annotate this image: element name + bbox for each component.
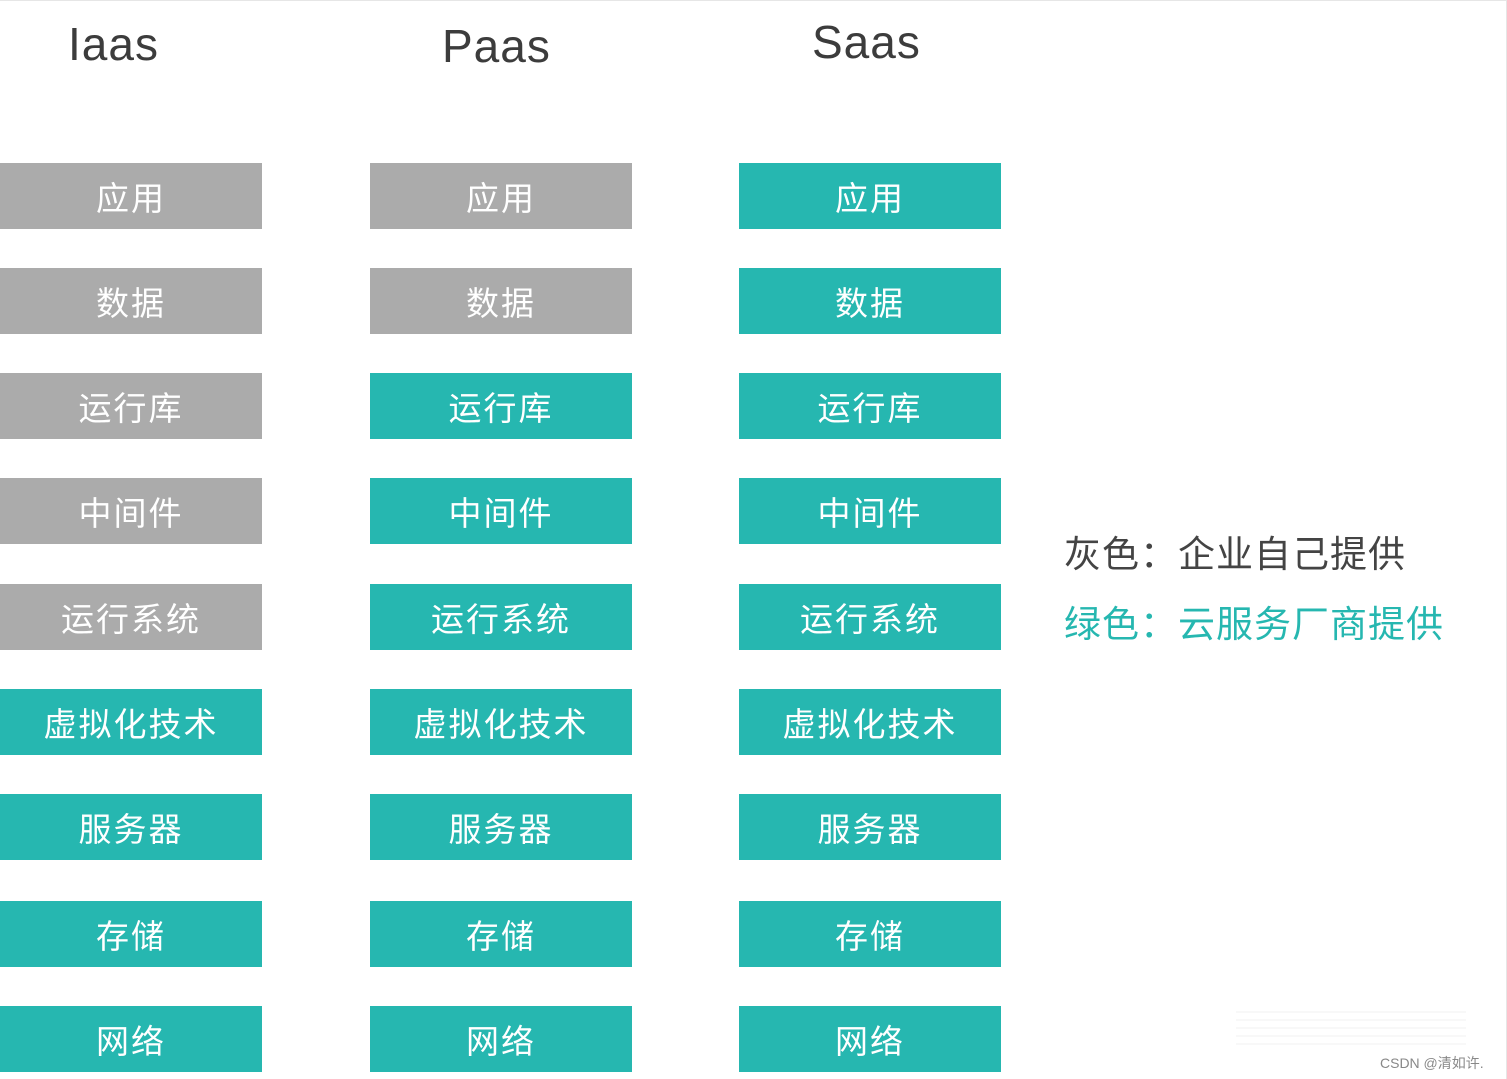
paas-layer-1: 应用 bbox=[370, 163, 632, 229]
iaas-layer-3: 运行库 bbox=[0, 373, 262, 439]
paas-layer-2: 数据 bbox=[370, 268, 632, 334]
saas-column-title: Saas bbox=[812, 16, 921, 68]
saas-layer-3: 运行库 bbox=[739, 373, 1001, 439]
watermark-background bbox=[1236, 1011, 1466, 1047]
paas-layer-8: 存储 bbox=[370, 901, 632, 967]
iaas-layer-4: 中间件 bbox=[0, 478, 262, 544]
iaas-layer-7: 服务器 bbox=[0, 794, 262, 860]
iaas-layer-1: 应用 bbox=[0, 163, 262, 229]
saas-layer-9: 网络 bbox=[739, 1006, 1001, 1072]
iaas-layer-2: 数据 bbox=[0, 268, 262, 334]
iaas-layer-8: 存储 bbox=[0, 901, 262, 967]
paas-layer-7: 服务器 bbox=[370, 794, 632, 860]
legend-gray-provider: 灰色：企业自己提供 bbox=[1064, 533, 1406, 576]
iaas-layer-5: 运行系统 bbox=[0, 584, 262, 650]
legend-green-provider: 绿色：云服务厂商提供 bbox=[1064, 603, 1444, 646]
paas-layer-5: 运行系统 bbox=[370, 584, 632, 650]
paas-layer-6: 虚拟化技术 bbox=[370, 689, 632, 755]
csdn-watermark: CSDN @清如许. bbox=[1380, 1055, 1484, 1071]
saas-layer-7: 服务器 bbox=[739, 794, 1001, 860]
saas-layer-1: 应用 bbox=[739, 163, 1001, 229]
saas-layer-2: 数据 bbox=[739, 268, 1001, 334]
saas-layer-4: 中间件 bbox=[739, 478, 1001, 544]
iaas-layer-6: 虚拟化技术 bbox=[0, 689, 262, 755]
paas-column-title: Paas bbox=[442, 20, 551, 72]
saas-layer-6: 虚拟化技术 bbox=[739, 689, 1001, 755]
saas-layer-5: 运行系统 bbox=[739, 584, 1001, 650]
paas-layer-9: 网络 bbox=[370, 1006, 632, 1072]
iaas-layer-9: 网络 bbox=[0, 1006, 262, 1072]
iaas-column-title: Iaas bbox=[68, 18, 159, 70]
paas-layer-4: 中间件 bbox=[370, 478, 632, 544]
paas-layer-3: 运行库 bbox=[370, 373, 632, 439]
saas-layer-8: 存储 bbox=[739, 901, 1001, 967]
